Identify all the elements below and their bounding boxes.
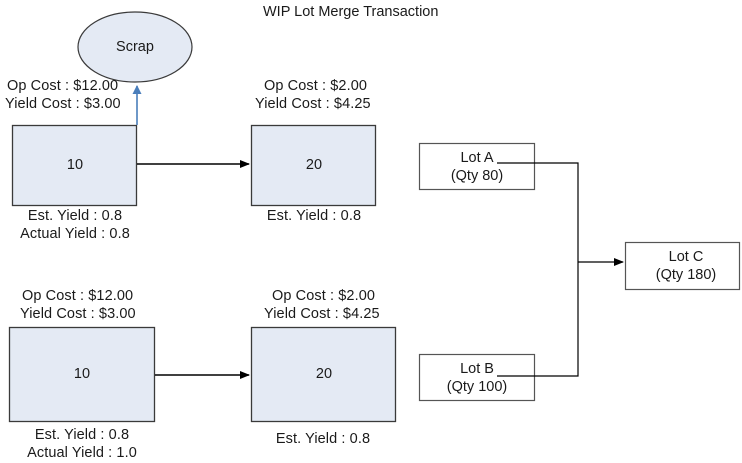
op-top-2-est-yield: Est. Yield : 0.8 — [266, 208, 362, 224]
scrap-node-shape[interactable] — [77, 11, 193, 83]
lot-b-box[interactable] — [418, 353, 536, 402]
lot-c-qty: (Qty 180) — [655, 267, 717, 283]
op-top-2-qty: 20 — [305, 157, 323, 173]
lot-a-box[interactable] — [418, 142, 536, 191]
connector-lot-b-to-bus — [497, 262, 579, 377]
op-bottom-2-qty: 20 — [315, 366, 333, 382]
op-box-top-1[interactable] — [11, 124, 138, 207]
op-bottom-1-actual-yield: Actual Yield : 1.0 — [27, 445, 137, 461]
op-bottom-1-qty: 10 — [73, 366, 91, 382]
op-top-1-op-cost: Op Cost : $12.00 — [7, 78, 119, 94]
op-bottom-1-op-cost: Op Cost : $12.00 — [22, 288, 134, 304]
op-top-1-est-yield: Est. Yield : 0.8 — [27, 208, 123, 224]
op-box-bottom-1[interactable] — [8, 326, 156, 423]
op-top-1-qty: 10 — [66, 157, 84, 173]
lot-b-qty: (Qty 100) — [446, 379, 508, 395]
op-bottom-2-yield-cost: Yield Cost : $4.25 — [264, 306, 380, 322]
page-title: WIP Lot Merge Transaction — [263, 4, 439, 20]
op-bottom-1-yield-cost: Yield Cost : $3.00 — [20, 306, 136, 322]
connector-lot-a-to-bus — [497, 162, 579, 262]
lot-c-box[interactable] — [624, 241, 741, 291]
op-bottom-1-est-yield: Est. Yield : 0.8 — [34, 427, 130, 443]
scrap-node-label: Scrap — [116, 39, 154, 55]
op-top-2-op-cost: Op Cost : $2.00 — [264, 78, 368, 94]
lot-a-name: Lot A — [460, 150, 494, 166]
lot-a-qty: (Qty 80) — [450, 168, 504, 184]
lot-c-name: Lot C — [668, 249, 704, 265]
op-box-top-2[interactable] — [250, 124, 377, 207]
op-top-2-yield-cost: Yield Cost : $4.25 — [255, 96, 371, 112]
op-box-bottom-2[interactable] — [250, 326, 397, 423]
op-top-1-actual-yield: Actual Yield : 0.8 — [20, 226, 130, 242]
op-bottom-2-op-cost: Op Cost : $2.00 — [272, 288, 376, 304]
lot-b-name: Lot B — [460, 361, 494, 377]
op-bottom-2-est-yield: Est. Yield : 0.8 — [275, 431, 371, 447]
op-top-1-yield-cost: Yield Cost : $3.00 — [5, 96, 121, 112]
